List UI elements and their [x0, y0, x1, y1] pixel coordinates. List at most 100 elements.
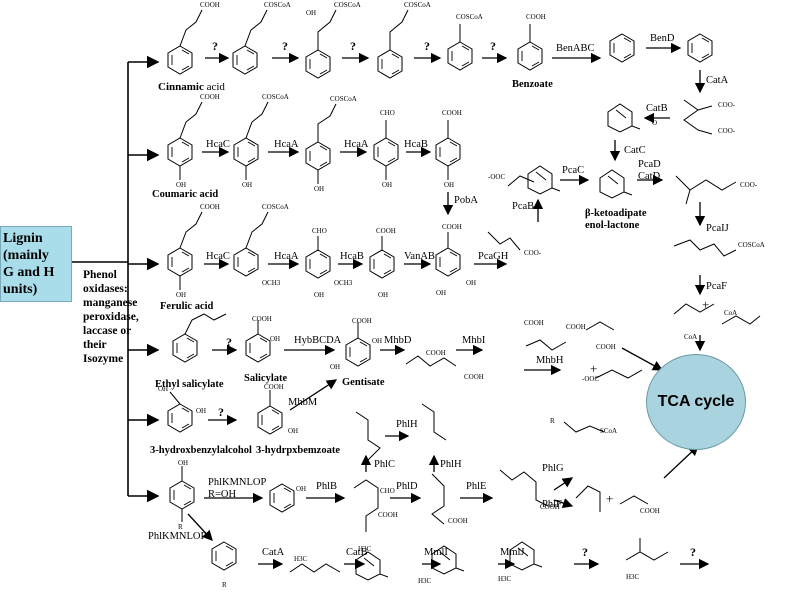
unknown-step: ? — [490, 39, 496, 53]
row-salicylate — [167, 313, 371, 435]
group-oh: OH — [382, 181, 393, 189]
group-ooc: -OOC — [582, 375, 600, 383]
group-cooh: COOH — [442, 223, 462, 231]
plus-sign: + — [606, 491, 614, 506]
group-coscoa: COSCoA — [330, 95, 357, 103]
group-coscoa: COSCoA — [262, 203, 289, 211]
enzyme-vanab: VanAB — [404, 251, 435, 262]
lignin-line-1: Lignin — [3, 231, 43, 246]
group-cooh: COOH — [252, 315, 272, 323]
hydroxybenzylalcohol-label: 3-hydroxbenzylalcohol — [150, 445, 252, 456]
group-cooh: COOH — [264, 383, 284, 391]
group-coa: CoA — [684, 333, 698, 341]
enzyme-phlb: PhlB — [316, 481, 338, 492]
group-och3: OCH3 — [334, 279, 353, 287]
group-oh: OH — [296, 485, 307, 493]
group-r: R — [222, 581, 227, 589]
group-cooh: COOH — [376, 227, 396, 235]
cinnamic-acid-label: Cinnamic acid — [158, 82, 225, 93]
enzyme-hcaa: HcaA — [274, 139, 299, 150]
group-o: O — [652, 119, 658, 127]
oxidase-line: oxidases: — [83, 283, 128, 295]
lignin-line-3: G and H — [3, 265, 55, 280]
tca-label: TCA cycle — [657, 393, 735, 410]
unknown-step: ? — [424, 39, 430, 53]
group-oh: OH — [314, 291, 325, 299]
group-oh: OH — [288, 427, 299, 435]
group-coscoa: COSCoA — [456, 13, 483, 21]
ketoadipate-line: β-ketoadipate — [585, 208, 647, 219]
enzyme-phlh-2: PhlH — [440, 459, 462, 470]
hydroxybenzoate-label: 3-hydrpxbemzoate — [256, 445, 340, 456]
oxidase-line: laccase or — [83, 325, 132, 337]
unknown-step: ? — [690, 545, 696, 559]
group-cooh: COOH — [378, 511, 398, 519]
group-h3c: H3C — [358, 545, 372, 553]
enzyme-pcac: PcaC — [562, 165, 585, 176]
enzyme-mhbi: MhbI — [462, 335, 486, 346]
enzyme-hcac-2: HcaC — [206, 251, 230, 262]
group-coscoa: COSCoA — [404, 1, 431, 9]
row-cinnamic — [167, 9, 713, 133]
row-phenol — [169, 403, 669, 581]
oxidase-line: Isozyme — [83, 353, 124, 365]
row-ferulic — [167, 211, 461, 290]
enzyme-phlh: PhlH — [396, 419, 418, 430]
cinnamic-suffix: acid — [203, 81, 225, 93]
group-r: R — [178, 523, 183, 531]
enzyme-catc: CatC — [624, 145, 646, 156]
unknown-step: ? — [226, 335, 232, 349]
row-coumaric — [167, 101, 633, 199]
enzyme-mhbm: MhbM — [288, 397, 318, 408]
r-oh-note: R=OH — [208, 489, 237, 500]
group-cooh: COOH — [448, 517, 468, 525]
enzyme-pcad: PcaD — [638, 159, 661, 170]
enzyme-pcagh: PcaGH — [478, 251, 509, 262]
group-coscoa: COSCoA — [264, 1, 291, 9]
enzyme-phlkmnlop: PhlKMNLOP — [208, 477, 267, 488]
group-ooc: -OOC — [488, 173, 506, 181]
enzyme-catd: CatD — [638, 171, 661, 182]
enzyme-catb: CatB — [646, 103, 668, 114]
oxidase-line: peroxidase, — [83, 311, 139, 323]
group-cooh: COOH — [426, 349, 446, 357]
group-r: R — [550, 417, 555, 425]
oxidase-line: Phenol — [83, 269, 117, 281]
lignin-line-4: units) — [3, 282, 38, 297]
enzyme-phlkmnlop-2: PhlKMNLOP — [148, 531, 207, 542]
group-cooh: COOH — [200, 1, 220, 9]
enzyme-phlc: PhlC — [374, 459, 396, 470]
enzyme-bend: BenD — [650, 33, 675, 44]
enzyme-catb-2: CatB — [346, 547, 368, 558]
group-oh: OH — [466, 279, 477, 287]
group-cooh: COOH — [442, 109, 462, 117]
enzyme-phlf: PhlF — [542, 499, 562, 510]
oxidase-line: manganese — [83, 297, 138, 309]
group-oh: OH — [178, 459, 189, 467]
unknown-step: ? — [582, 545, 588, 559]
group-oh: OH — [436, 289, 447, 297]
group-oh: OH — [306, 9, 317, 17]
phenol-oxidases-label: Phenol oxidases: manganese peroxidase, l… — [83, 268, 163, 366]
group-oh: OH — [372, 337, 383, 345]
enzyme-poba: PobA — [454, 195, 478, 206]
enzyme-hcaa-2: HcaA — [344, 139, 369, 150]
enzyme-phld: PhlD — [396, 481, 418, 492]
enzyme-phlg: PhlG — [542, 463, 564, 474]
lignin-box: Lignin (mainly G and H units) — [0, 226, 72, 302]
group-h3c: H3C — [418, 577, 432, 585]
group-oh: OH — [314, 185, 325, 193]
group-oh: OH — [158, 385, 169, 393]
group-cooh: COOH — [540, 503, 560, 511]
branch-bracket — [72, 62, 129, 496]
group-oh: OH — [176, 181, 187, 189]
group-coom: COO- — [740, 181, 758, 189]
group-coa: CoA — [724, 309, 738, 317]
group-oh: OH — [270, 335, 281, 343]
group-oh: OH — [196, 407, 207, 415]
group-h3c: H3C — [626, 573, 640, 581]
group-cho: CHO — [380, 109, 395, 117]
